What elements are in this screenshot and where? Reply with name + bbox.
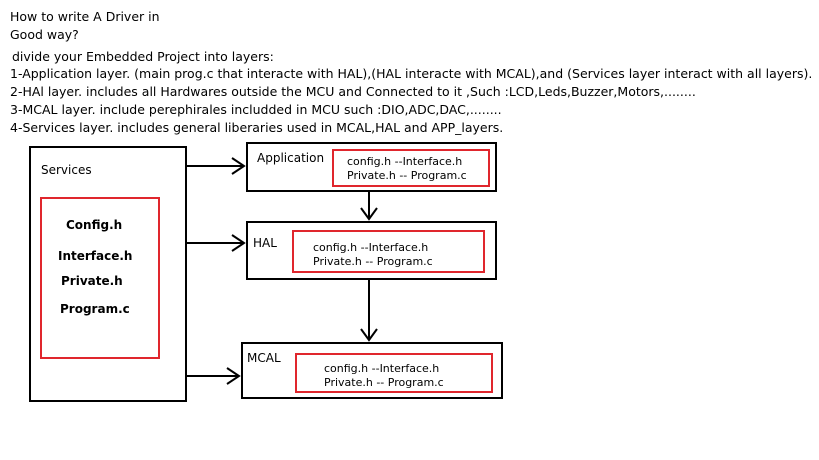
- title-line-1: How to write A Driver in: [10, 9, 160, 24]
- hal-files-line-1: config.h --Interface.h: [313, 241, 429, 254]
- layer-description-hal: 2-HAl layer. includes all Hardwares outs…: [10, 84, 696, 99]
- arrowhead-application-to-hal: [360, 207, 378, 221]
- services-file-private: Private.h: [61, 274, 123, 288]
- services-file-program: Program.c: [60, 302, 130, 316]
- services-file-interface: Interface.h: [58, 249, 133, 263]
- mcal-files-box: config.h --Interface.h Private.h -- Prog…: [295, 353, 493, 393]
- mcal-box: MCAL config.h --Interface.h Private.h --…: [241, 342, 503, 399]
- services-label: Services: [41, 163, 92, 177]
- hal-box: HAL config.h --Interface.h Private.h -- …: [246, 221, 497, 280]
- application-label: Application: [257, 151, 325, 165]
- hal-files-line-2: Private.h -- Program.c: [313, 255, 433, 268]
- application-files-box: config.h --Interface.h Private.h -- Prog…: [332, 149, 490, 187]
- services-file-config: Config.h: [66, 218, 123, 232]
- intro-text: divide your Embedded Project into layers…: [12, 49, 274, 64]
- arrowhead-hal-to-mcal: [360, 328, 378, 342]
- arrowhead-services-to-hal: [231, 234, 246, 252]
- application-files-line-2: Private.h -- Program.c: [347, 169, 467, 182]
- layer-description-services: 4-Services layer. includes general liber…: [10, 120, 504, 135]
- mcal-files-line-2: Private.h -- Program.c: [324, 376, 444, 389]
- hal-label: HAL: [253, 236, 277, 250]
- hal-files-box: config.h --Interface.h Private.h -- Prog…: [292, 230, 485, 273]
- title-line-2: Good way?: [10, 27, 79, 42]
- services-box: Services Config.h Interface.h Private.h …: [29, 146, 187, 402]
- mcal-label: MCAL: [247, 351, 281, 365]
- arrowhead-services-to-application: [231, 157, 246, 175]
- arrowhead-services-to-mcal: [226, 367, 241, 385]
- services-files-box: Config.h Interface.h Private.h Program.c: [40, 197, 160, 359]
- application-files-line-1: config.h --Interface.h: [347, 155, 463, 168]
- application-box: Application config.h --Interface.h Priva…: [246, 142, 497, 192]
- layer-description-application: 1-Application layer. (main prog.c that i…: [10, 66, 813, 81]
- layer-description-mcal: 3-MCAL layer. include perephirales inclu…: [10, 102, 502, 117]
- mcal-files-line-1: config.h --Interface.h: [324, 362, 440, 375]
